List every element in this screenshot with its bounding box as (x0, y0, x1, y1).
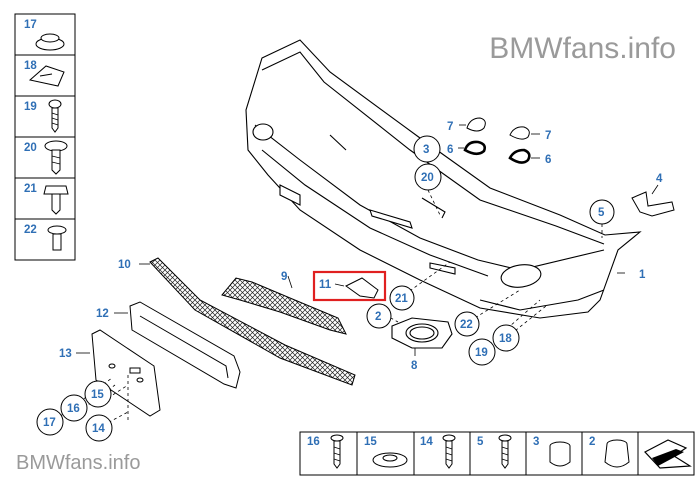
callout-20[interactable]: 20 (421, 172, 434, 184)
collar-screw-icon (44, 140, 68, 175)
svg-text:18: 18 (24, 60, 37, 72)
lower-grille-center[interactable] (221, 277, 347, 335)
seal-ring-right-6[interactable] (508, 148, 531, 164)
bottom-legend (299, 431, 695, 476)
fog-light-cover[interactable] (391, 317, 453, 349)
plug-cap-icon (35, 33, 65, 51)
callout-16[interactable]: 16 (67, 403, 80, 415)
callout-14[interactable]: 14 (92, 423, 105, 435)
svg-text:17: 17 (24, 19, 37, 31)
callout-2[interactable]: 2 (375, 311, 381, 323)
screw-icon (498, 434, 512, 469)
seal-ring-right-7[interactable] (509, 126, 530, 140)
callout-22[interactable]: 22 (460, 319, 473, 331)
legend-item-14[interactable]: 14 (420, 434, 456, 469)
callout-8[interactable]: 8 (411, 360, 418, 372)
callout-13[interactable]: 13 (59, 348, 72, 360)
bumper-cover[interactable] (245, 39, 642, 319)
screw-icon (442, 434, 456, 469)
legend-item-20[interactable]: 20 (24, 140, 68, 175)
callout-7b[interactable]: 7 (545, 130, 551, 142)
callout-9[interactable]: 9 (281, 271, 287, 283)
legend-item-19[interactable]: 19 (24, 99, 62, 133)
callout-12[interactable]: 12 (96, 308, 109, 320)
callout-7a[interactable]: 7 (447, 121, 453, 133)
plug-icon (549, 441, 571, 467)
left-legend (14, 13, 76, 261)
callout-3[interactable]: 3 (423, 144, 429, 156)
cap-icon (604, 439, 630, 468)
svg-text:22: 22 (24, 224, 37, 236)
callout-6b[interactable]: 6 (545, 154, 551, 166)
legend-item-2[interactable]: 2 (589, 436, 630, 468)
callout-21[interactable]: 21 (395, 293, 408, 305)
svg-text:5: 5 (477, 436, 484, 448)
watermark-bottom: BMWfans.info (16, 452, 141, 474)
clip-nut-icon (28, 65, 65, 87)
callout-10[interactable]: 10 (118, 259, 131, 271)
svg-text:2: 2 (589, 436, 595, 448)
callout-15[interactable]: 15 (91, 389, 104, 401)
arrow-forward-icon[interactable] (644, 439, 692, 469)
license-plate-base[interactable] (129, 301, 241, 389)
expanding-rivet-icon (47, 225, 67, 251)
callout-6a[interactable]: 6 (447, 144, 453, 156)
seal-ring-left-7[interactable] (466, 117, 486, 132)
svg-text:14: 14 (420, 436, 433, 448)
legend-item-5[interactable]: 5 (477, 434, 512, 469)
svg-text:21: 21 (24, 183, 37, 195)
legend-item-3[interactable]: 3 (533, 436, 571, 467)
lower-grille-left[interactable] (149, 257, 356, 386)
legend-item-18[interactable]: 18 (24, 60, 65, 87)
towing-eye-cover[interactable] (345, 277, 379, 299)
callout-circles (36, 135, 615, 442)
callout-5[interactable]: 5 (598, 207, 605, 219)
seal-ring-left-6[interactable] (463, 140, 487, 156)
callout-4[interactable]: 4 (656, 173, 663, 185)
watermark-top: BMWfans.info (489, 32, 676, 65)
svg-text:20: 20 (24, 142, 37, 154)
callout-19[interactable]: 19 (475, 347, 488, 359)
svg-text:15: 15 (364, 436, 377, 448)
callout-1[interactable]: 1 (639, 269, 646, 281)
callout-18[interactable]: 18 (499, 333, 512, 345)
svg-text:3: 3 (533, 436, 539, 448)
legend-item-15[interactable]: 15 (364, 436, 408, 468)
highlight-box (312, 270, 387, 302)
license-plate-bracket[interactable] (91, 329, 161, 417)
hex-bolt-icon (43, 185, 69, 215)
callout-11[interactable]: 11 (319, 279, 332, 291)
legend-item-16[interactable]: 16 (307, 434, 344, 469)
svg-text:16: 16 (307, 436, 320, 448)
legend-item-17[interactable]: 17 (24, 19, 65, 51)
svg-text:19: 19 (24, 101, 37, 113)
side-bracket[interactable] (631, 191, 675, 217)
legend-item-21[interactable]: 21 (24, 183, 69, 215)
grommet-icon (372, 452, 408, 468)
legend-item-22[interactable]: 22 (24, 224, 67, 251)
screw-icon (48, 99, 62, 133)
callout-17[interactable]: 17 (43, 417, 56, 429)
screw-icon (330, 434, 344, 469)
